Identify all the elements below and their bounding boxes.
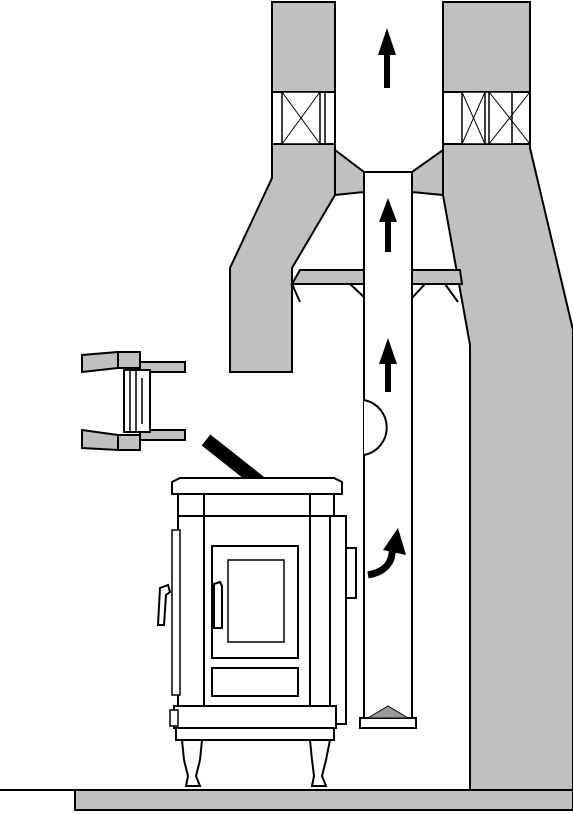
right-vent-grille xyxy=(442,91,531,145)
stove-leg-left xyxy=(180,739,204,787)
side-handle-icon xyxy=(156,583,172,626)
stovepipe-connector xyxy=(81,350,186,452)
stove-leg-right xyxy=(308,739,332,787)
floor xyxy=(0,789,573,811)
cleanout-box xyxy=(359,717,417,729)
right-chimney-wall xyxy=(442,1,573,791)
stove-glass-window xyxy=(227,559,285,643)
hearth-slab xyxy=(74,789,573,811)
left-chimney-wall xyxy=(229,1,336,373)
left-vent-grille xyxy=(271,91,336,145)
ash-deposit xyxy=(366,705,410,719)
right-wall-body xyxy=(442,1,573,791)
left-wall-body xyxy=(229,1,336,373)
damper-plate xyxy=(363,399,388,456)
ash-drawer xyxy=(211,667,299,697)
up-arrow-icon xyxy=(379,198,397,252)
curved-flow-arrow-icon xyxy=(367,528,406,579)
flow-arrows xyxy=(367,28,406,579)
up-arrow-icon xyxy=(379,338,397,392)
flue-pipe xyxy=(359,171,417,729)
door-handle-icon xyxy=(213,580,223,629)
up-arrow-icon xyxy=(378,28,396,88)
wood-stove xyxy=(156,477,357,787)
